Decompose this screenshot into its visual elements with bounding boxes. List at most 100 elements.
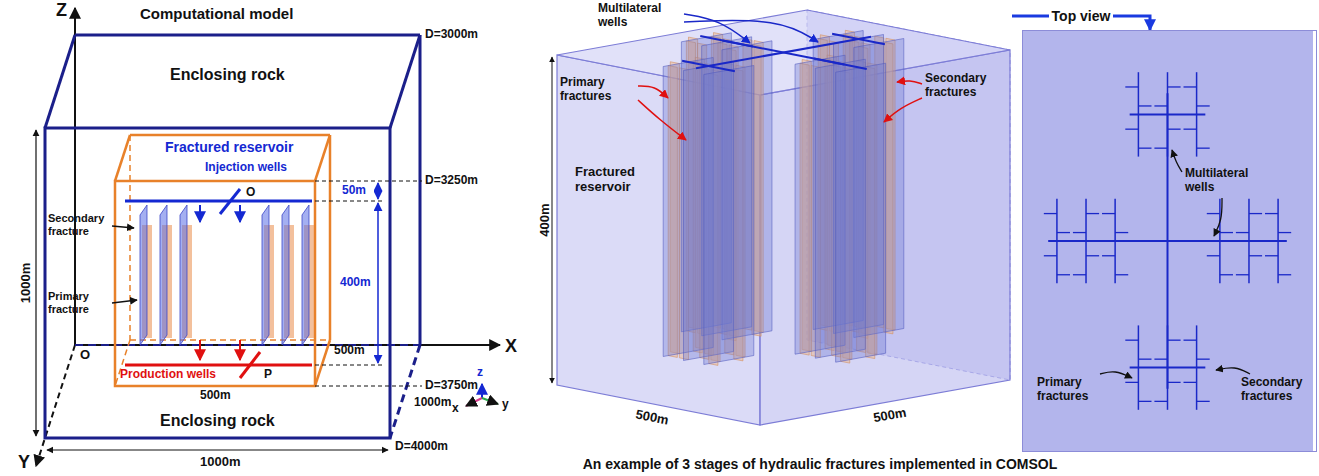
secondary-fracture bbox=[1154, 105, 1167, 106]
secondary-fracture bbox=[1154, 148, 1167, 149]
secondary-fracture bbox=[1086, 213, 1099, 214]
leader-arrow bbox=[638, 100, 686, 140]
secondary-fracture bbox=[1236, 232, 1249, 233]
dimension-label: 500m bbox=[334, 344, 365, 358]
dimension-label: 500m bbox=[634, 407, 669, 428]
secondary-fracture bbox=[1278, 274, 1291, 275]
dimension-line bbox=[47, 449, 388, 450]
dimension-label: 400m bbox=[340, 276, 371, 290]
leader-arrow bbox=[1214, 198, 1222, 236]
secondary-fracture bbox=[1115, 274, 1128, 275]
view-arrow bbox=[1012, 16, 1150, 30]
secondary-fracture bbox=[1125, 86, 1138, 87]
box-edge bbox=[75, 34, 420, 37]
reservoir-edge bbox=[329, 135, 332, 340]
secondary-fracture bbox=[1154, 359, 1167, 360]
reservoir-edge bbox=[130, 134, 330, 137]
dimension-label: Production wells bbox=[120, 368, 216, 382]
box-edge bbox=[390, 345, 420, 438]
secondary-fracture bbox=[1102, 255, 1115, 256]
dimension-label: 50m bbox=[342, 184, 366, 198]
dimension-label: z bbox=[477, 366, 483, 380]
secondary-fracture bbox=[1236, 274, 1249, 275]
z-axis bbox=[74, 8, 76, 345]
dimension-label: Z bbox=[56, 0, 67, 21]
node-text: Multilateral wells bbox=[1185, 167, 1265, 195]
secondary-fracture bbox=[1168, 86, 1181, 87]
secondary-fracture bbox=[1184, 129, 1197, 130]
injection-well bbox=[220, 189, 240, 214]
box-edge bbox=[390, 35, 420, 128]
dimension-label: D=3750m bbox=[425, 379, 478, 393]
cube-right-face bbox=[760, 50, 1010, 425]
dimension-label: Injection wells bbox=[205, 161, 287, 175]
dimension-line bbox=[377, 183, 379, 199]
reservoir-edge bbox=[315, 340, 330, 386]
reservoir-cube: Fractured reservoir bbox=[535, 0, 1012, 440]
dimension-label: 500m bbox=[200, 389, 231, 403]
enclosing-rock-box bbox=[45, 128, 390, 438]
dimension-label: 1000m bbox=[19, 263, 34, 303]
secondary-fracture bbox=[1184, 382, 1197, 383]
callout-label: Primary fractures bbox=[560, 76, 636, 104]
dimension-line bbox=[377, 203, 379, 363]
leader-arrow bbox=[897, 81, 922, 84]
dimension-label: Enclosing rock bbox=[170, 66, 285, 84]
multilateral-well bbox=[814, 59, 867, 69]
dimension-label: 1000m bbox=[414, 396, 451, 410]
dimension-line bbox=[552, 57, 553, 383]
dimension-label: y bbox=[502, 398, 509, 412]
box-edge bbox=[419, 35, 422, 345]
secondary-fracture bbox=[1197, 359, 1210, 360]
secondary-fracture bbox=[1138, 359, 1151, 360]
multilateral-well bbox=[682, 61, 735, 71]
callout-label: Primary fracture bbox=[48, 290, 110, 315]
flow-arrow bbox=[239, 205, 241, 222]
leader-arrow bbox=[1216, 368, 1250, 374]
primary-fracture bbox=[704, 66, 754, 365]
hidden-edge bbox=[75, 344, 420, 346]
cube-top-face bbox=[557, 10, 1010, 95]
secondary-fracture bbox=[1197, 148, 1210, 149]
node-text: Secondary fractures bbox=[1241, 376, 1313, 404]
primary-fracture bbox=[836, 63, 886, 362]
secondary-fracture bbox=[1138, 105, 1151, 106]
triad-axis bbox=[466, 398, 482, 406]
secondary-fracture bbox=[1184, 86, 1197, 87]
secondary-fracture bbox=[1044, 213, 1057, 214]
dimension-label: O bbox=[246, 186, 255, 200]
dimension-line bbox=[35, 130, 36, 436]
y-axis bbox=[36, 345, 75, 466]
secondary-fracture bbox=[1073, 232, 1086, 233]
multilateral-well bbox=[700, 36, 753, 46]
dimension-label: Computational model bbox=[140, 5, 293, 22]
secondary-fracture bbox=[1197, 401, 1210, 402]
secondary-fracture bbox=[1278, 232, 1291, 233]
dimension-label: 400m bbox=[538, 203, 553, 236]
flow-arrow bbox=[199, 205, 201, 222]
primary-fracture bbox=[282, 205, 289, 345]
primary-fracture bbox=[262, 205, 269, 345]
dimension-label: x bbox=[452, 402, 459, 416]
secondary-fracture bbox=[1249, 255, 1262, 256]
dimension-label: D=4000m bbox=[395, 440, 448, 454]
secondary-fracture bbox=[1044, 255, 1057, 256]
dimension-label: D=3000m bbox=[425, 28, 478, 42]
node-text: Fractured reservoir bbox=[575, 165, 655, 195]
secondary-fracture bbox=[1197, 105, 1210, 106]
node-text: Primary fractures bbox=[1037, 376, 1117, 404]
leader-arrow bbox=[1172, 150, 1182, 172]
secondary-fracture bbox=[1168, 382, 1181, 383]
depth-line bbox=[315, 386, 422, 387]
secondary-fracture bbox=[1086, 255, 1099, 256]
secondary-fracture bbox=[1168, 129, 1181, 130]
secondary-fracture bbox=[1154, 401, 1167, 402]
dimension-label: X bbox=[505, 336, 517, 357]
dimension-label: 500m bbox=[872, 406, 907, 426]
multilateral-well bbox=[1130, 113, 1206, 115]
depth-line bbox=[315, 365, 382, 366]
secondary-fracture bbox=[1115, 232, 1128, 233]
leader-arrow bbox=[638, 86, 668, 98]
